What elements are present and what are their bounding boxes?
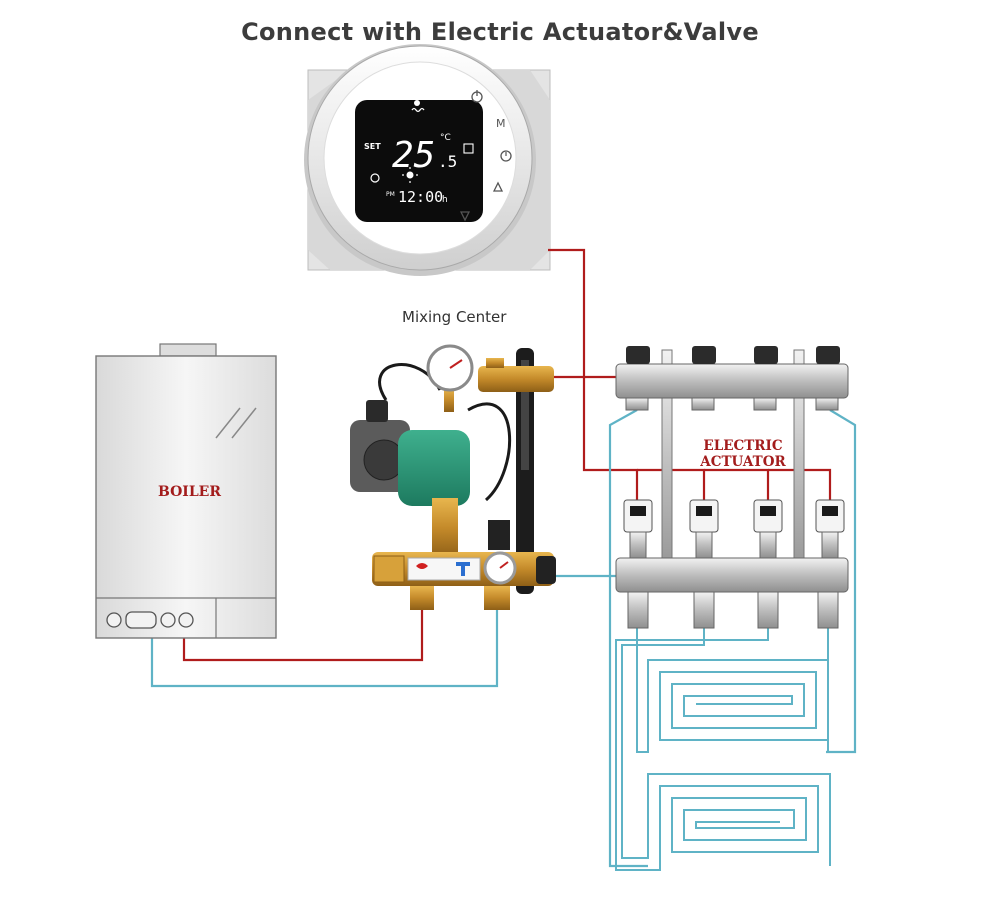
- timer-icon: [370, 173, 380, 183]
- flow-return-tag: [407, 557, 481, 581]
- boiler-knob[interactable]: [178, 612, 194, 628]
- electric-actuator-label: ELECTRIC ACTUATOR: [690, 438, 796, 470]
- flow-inlet-fitting: [410, 586, 434, 610]
- up-icon[interactable]: [492, 181, 504, 192]
- lcd-time: 12:00: [398, 188, 443, 206]
- heating-icon: [411, 107, 425, 113]
- flow-meter-caps: [626, 346, 840, 364]
- lcd-icons: [370, 100, 474, 183]
- supply-outlet-fitting: [478, 366, 554, 392]
- lcd-temperature-unit: °C: [440, 133, 451, 143]
- home-icon: [463, 143, 474, 154]
- lcd-time-unit: h: [442, 195, 448, 205]
- mode-icon[interactable]: M: [496, 117, 506, 130]
- boiler-knob[interactable]: [160, 612, 176, 628]
- floor-heating-loop-2: [615, 628, 831, 871]
- lcd-screen: [355, 100, 483, 222]
- loop-connectors: [627, 591, 839, 629]
- sun-icon: [406, 171, 414, 179]
- boiler-display: [125, 611, 157, 629]
- boiler: [95, 343, 277, 639]
- lcd-set-label: SET: [364, 142, 381, 151]
- actuator-label-line-1: ELECTRIC: [703, 438, 783, 454]
- mixing-center-label: Mixing Center: [402, 308, 507, 326]
- supply-manifold-bar: [615, 363, 849, 399]
- lcd-temperature: 25: [392, 135, 435, 176]
- boiler-controls: [106, 611, 194, 629]
- boiler-flow-line: [182, 610, 424, 662]
- piping-lines: [150, 248, 857, 868]
- mixing-center: [350, 344, 556, 610]
- boiler-return-line: [150, 610, 499, 688]
- boiler-knob[interactable]: [106, 612, 122, 628]
- down-icon[interactable]: [459, 211, 471, 222]
- manifold: [615, 346, 849, 629]
- return-manifold-bar: [615, 557, 849, 593]
- floor-heating-loop-1: [636, 628, 829, 753]
- thermostat: M: [304, 44, 551, 276]
- mounting-bracket: [516, 348, 534, 594]
- power-icon[interactable]: [471, 90, 483, 103]
- fan-icon: [414, 100, 420, 106]
- return-outlet-fitting: [484, 586, 510, 610]
- lcd-readout: SET 25 .5 °C PM 12:00 h: [364, 133, 457, 206]
- lcd-temperature-decimal: .5: [438, 152, 457, 171]
- diagram-title: Connect with Electric Actuator&Valve: [241, 18, 759, 46]
- clock-icon[interactable]: [500, 150, 512, 162]
- electric-actuator-group: [623, 499, 845, 559]
- lcd-pm-label: PM: [386, 191, 395, 198]
- circulation-pump: [398, 430, 470, 506]
- boiler-label: BOILER: [158, 484, 221, 500]
- boiler-body: [95, 355, 277, 639]
- actuator-label-line-2: ACTUATOR: [700, 454, 786, 470]
- thermostat-wire: [548, 248, 639, 500]
